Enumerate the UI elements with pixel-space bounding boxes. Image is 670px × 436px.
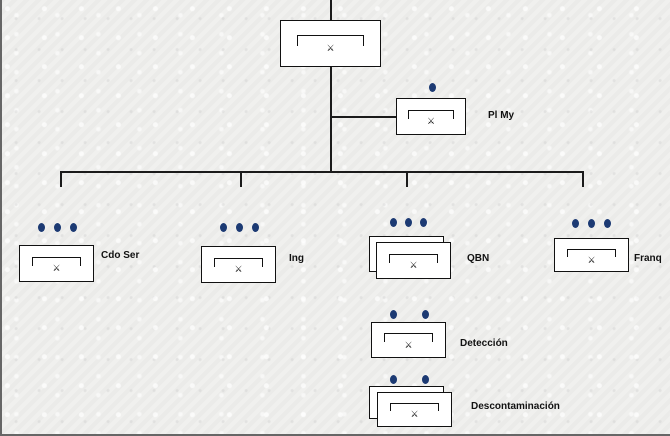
unit-label-cdo-ser: Cdo Ser bbox=[101, 250, 140, 261]
unit-frame-mark bbox=[566, 248, 617, 257]
connector-drop-qbn bbox=[406, 171, 408, 187]
unit-symbol-plmy: ⚔ bbox=[396, 98, 466, 135]
unit-symbol-cdo-ser: ⚔ bbox=[19, 245, 94, 282]
connector-drop-ing bbox=[240, 171, 242, 187]
echelon-dot bbox=[420, 218, 427, 227]
connector-drop-franq bbox=[582, 171, 584, 187]
echelon-dot bbox=[220, 223, 227, 232]
crossed-swords-icon: ⚔ bbox=[410, 410, 419, 421]
echelon-dot bbox=[604, 219, 611, 228]
crossed-swords-icon: ⚔ bbox=[409, 261, 418, 272]
connector-plmy-branch bbox=[330, 116, 396, 118]
unit-frame-mark bbox=[213, 257, 264, 267]
crossed-swords-icon: ⚔ bbox=[587, 255, 596, 266]
echelon-dot bbox=[38, 223, 45, 232]
echelon-dot bbox=[390, 375, 397, 384]
echelon-dot bbox=[252, 223, 259, 232]
connector-main-vertical bbox=[330, 66, 332, 172]
echelon-dot bbox=[70, 223, 77, 232]
connector-drop-cdo bbox=[60, 171, 62, 187]
echelon-dot bbox=[572, 219, 579, 228]
echelon-dot bbox=[405, 218, 412, 227]
unit-label-ing: Ing bbox=[289, 253, 304, 264]
unit-label-deteccion: Detección bbox=[460, 338, 508, 349]
unit-frame-mark bbox=[407, 109, 455, 119]
crossed-swords-icon: ⚔ bbox=[426, 117, 436, 128]
crossed-swords-icon: ⚔ bbox=[326, 44, 335, 55]
echelon-dot bbox=[422, 375, 429, 384]
unit-symbol-top: ⚔ bbox=[280, 20, 381, 67]
echelon-dot bbox=[236, 223, 243, 232]
unit-frame-mark bbox=[296, 34, 365, 47]
crossed-swords-icon: ⚔ bbox=[404, 340, 413, 351]
unit-symbol-deteccion: ⚔ bbox=[371, 322, 446, 358]
unit-frame-mark bbox=[388, 253, 439, 263]
unit-symbol-ing: ⚔ bbox=[201, 246, 276, 283]
unit-label-franq: Franq bbox=[634, 253, 662, 264]
unit-symbol-qbn: ⚔ bbox=[376, 242, 451, 279]
unit-frame-mark bbox=[383, 333, 434, 343]
echelon-dot bbox=[390, 310, 397, 319]
frame-left-edge bbox=[0, 0, 2, 436]
echelon-dot bbox=[422, 310, 429, 319]
unit-frame-mark bbox=[31, 256, 82, 266]
connector-top-stub bbox=[330, 0, 332, 20]
echelon-dot bbox=[390, 218, 397, 227]
crossed-swords-icon: ⚔ bbox=[52, 264, 61, 275]
unit-symbol-descontaminacion: ⚔ bbox=[377, 392, 452, 427]
frame-bottom-edge bbox=[0, 434, 670, 436]
echelon-dot bbox=[588, 219, 595, 228]
echelon-dot bbox=[429, 83, 436, 92]
unit-symbol-franq: ⚔ bbox=[554, 238, 629, 272]
crossed-swords-icon: ⚔ bbox=[234, 265, 243, 276]
connector-horizontal-bus bbox=[60, 171, 584, 173]
unit-label-plmy: Pl My bbox=[488, 110, 515, 121]
unit-frame-mark bbox=[389, 402, 440, 412]
unit-label-qbn: QBN bbox=[467, 253, 490, 264]
echelon-dot bbox=[54, 223, 61, 232]
unit-label-descontaminacion: Descontaminación bbox=[471, 401, 560, 412]
